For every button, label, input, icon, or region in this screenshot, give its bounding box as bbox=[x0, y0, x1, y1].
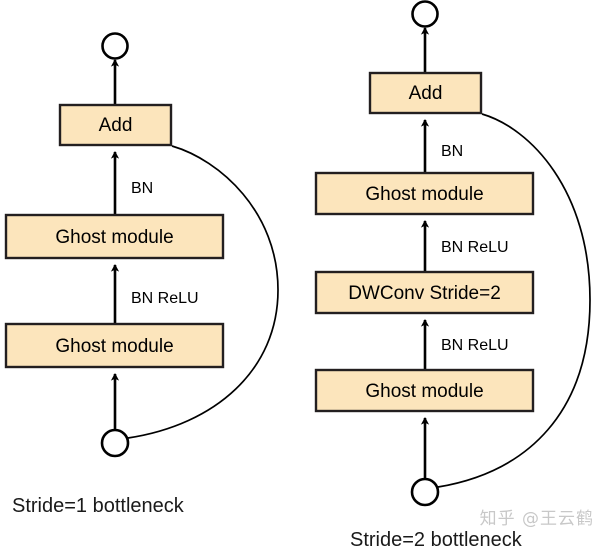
left-ghost-module-top-box bbox=[4, 213, 225, 260]
right-ghost-module-top-label: Ghost module bbox=[365, 184, 483, 205]
left-ghost-module-top-label: Ghost module bbox=[55, 227, 173, 248]
left-shortcut-curve bbox=[127, 145, 279, 439]
left-caption: Stride=1 bottleneck bbox=[12, 495, 185, 517]
zhihu-watermark: 知乎 @王云鹤 bbox=[479, 509, 594, 529]
left-bottleneck-group: Add BN Ghost module BN ReLU Ghost module… bbox=[4, 32, 279, 517]
left-add-box bbox=[58, 103, 173, 147]
right-input-node bbox=[410, 477, 440, 507]
right-bn-label: BN bbox=[441, 143, 463, 160]
left-input-node bbox=[100, 428, 130, 458]
right-output-node bbox=[411, 0, 439, 28]
left-output-node bbox=[101, 32, 129, 60]
left-bn-label: BN bbox=[131, 180, 153, 197]
right-add-label: Add bbox=[409, 83, 443, 104]
right-ghost-module-top-box bbox=[314, 171, 535, 216]
right-add-box bbox=[368, 71, 483, 115]
right-dwconv-label: DWConv Stride=2 bbox=[348, 283, 501, 304]
right-bottleneck-group: Add BN Ghost module BN ReLU DWConv Strid… bbox=[314, 0, 591, 551]
right-bn-relu-lower-label: BN ReLU bbox=[441, 337, 509, 354]
left-bn-relu-label: BN ReLU bbox=[131, 290, 199, 307]
right-bn-relu-upper-label: BN ReLU bbox=[441, 239, 509, 256]
right-ghost-module-bottom-box bbox=[314, 368, 535, 413]
right-shortcut-curve bbox=[437, 113, 591, 488]
right-ghost-module-bottom-label: Ghost module bbox=[365, 381, 483, 402]
left-ghost-module-bottom-box bbox=[4, 322, 225, 369]
right-dwconv-box bbox=[314, 270, 535, 315]
right-caption: Stride=2 bottleneck bbox=[350, 529, 523, 551]
left-add-label: Add bbox=[99, 115, 133, 136]
left-ghost-module-bottom-label: Ghost module bbox=[55, 336, 173, 357]
